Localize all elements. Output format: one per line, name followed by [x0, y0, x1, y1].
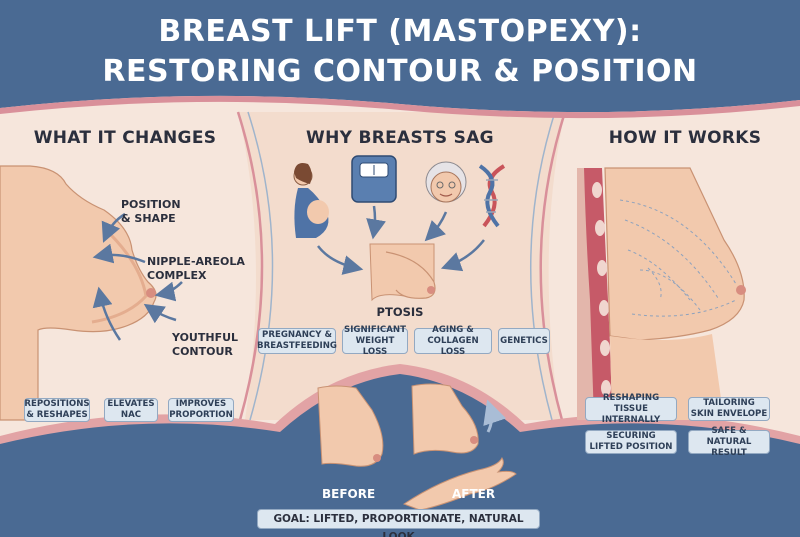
before-torso	[317, 385, 384, 467]
header-band	[0, 0, 800, 113]
bottom-navy-wave	[0, 374, 800, 537]
right-nipple	[736, 285, 746, 295]
ptosis-breast	[385, 251, 436, 299]
pill-weight-loss: SIGNIFICANT WEIGHT LOSS	[342, 325, 408, 357]
right-skin-strip	[584, 168, 612, 420]
dna-icon	[478, 164, 506, 228]
pill-securing: SECURING LIFTED POSITION	[585, 430, 677, 454]
supporting-hand	[402, 457, 517, 511]
before-label: BEFORE	[322, 487, 376, 501]
pill-reshaping: RESHAPING TISSUE INTERNALLY	[585, 393, 677, 425]
after-torso	[411, 383, 479, 455]
right-breast	[604, 167, 745, 341]
after-label: AFTER	[452, 487, 496, 501]
elderly-woman-icon	[425, 161, 467, 203]
blue-border-right	[530, 111, 556, 421]
before-nipple	[373, 454, 381, 462]
right-rib-markers	[592, 182, 611, 396]
middle-section-title: WHY BREASTS SAG	[306, 128, 494, 148]
annotation-youthful-contour: YOUTHFUL CONTOUR	[172, 331, 239, 358]
right-section-title: HOW IT WORKS	[608, 128, 762, 148]
pill-elevates-nac: ELEVATES NAC	[104, 398, 158, 422]
pill-safe-natural: SAFE & NATURAL RESULT	[688, 426, 770, 458]
pill-improves-proportion: IMPROVES PROPORTION	[168, 398, 234, 422]
left-nipple	[146, 288, 156, 298]
header-pink-edge	[0, 95, 800, 119]
scale-icon	[351, 155, 397, 203]
after-nipple	[470, 436, 478, 444]
title-line-2: RESTORING CONTOUR & POSITION	[102, 54, 698, 89]
pill-aging: AGING & COLLAGEN LOSS	[414, 325, 492, 357]
ptosis-label: PTOSIS	[376, 305, 424, 319]
title-line-1: BREAST LIFT (MASTOPEXY):	[158, 14, 642, 49]
blue-border-left	[247, 111, 274, 421]
pregnant-woman-icon	[293, 163, 329, 238]
pink-border-left	[236, 111, 264, 421]
left-profile-shade	[91, 226, 148, 324]
pill-genetics: GENETICS	[498, 328, 550, 354]
pill-tailoring: TAILORING SKIN ENVELOPE	[688, 397, 770, 421]
pill-pregnancy: PREGNANCY & BREASTFEEDING	[257, 328, 337, 354]
annotation-nac: NIPPLE-AREOLA COMPLEX	[147, 255, 245, 282]
annotation-position-shape: POSITION & SHAPE	[121, 198, 181, 225]
pill-repositions: REPOSITIONS & RESHAPES	[24, 398, 90, 422]
ptosis-nipple	[427, 286, 435, 294]
goal-banner: GOAL: LIFTED, PROPORTIONATE, NATURAL LOO…	[257, 509, 540, 537]
left-section-title: WHAT IT CHANGES	[33, 128, 217, 148]
pink-border-right	[539, 111, 567, 421]
right-dashed-lines	[619, 199, 737, 317]
